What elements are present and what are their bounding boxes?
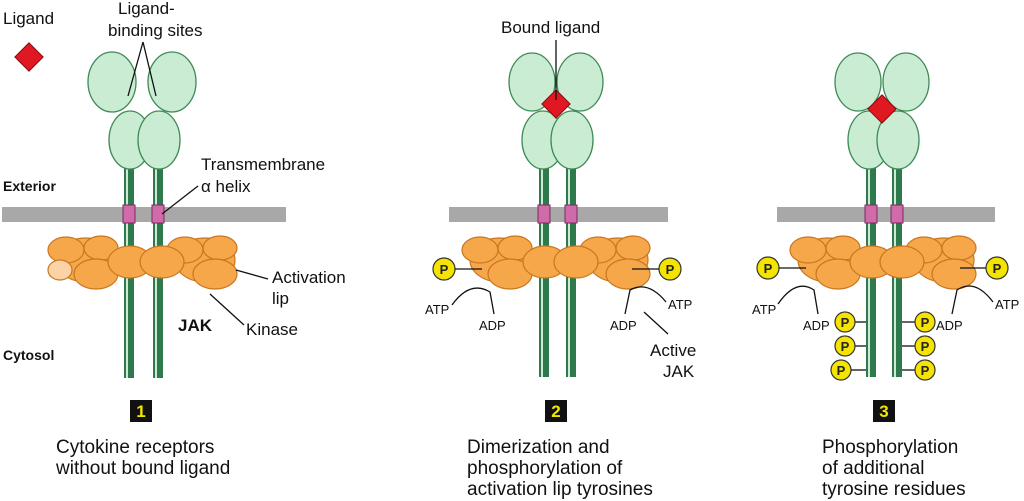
bound-ligand-3 [867,94,897,124]
transmembrane-leader [161,185,199,215]
svg-text:P: P [764,261,773,276]
svg-text:P: P [440,262,449,277]
membrane-2 [449,207,668,222]
transmembrane-label-1: Transmembrane [201,155,325,174]
activation-label-1: Activation [272,268,346,287]
svg-text:P: P [921,339,930,354]
svg-text:P: P [666,262,675,277]
exterior-label: Exterior [3,178,56,194]
activation-leader [235,269,269,280]
step-number-1: 1 [136,402,145,421]
kinase-label: Kinase [246,320,298,339]
binding-sites-label-2: binding sites [108,21,203,40]
atp-arrows-3 [777,285,994,315]
membrane-3 [777,207,995,222]
svg-text:P: P [837,363,846,378]
svg-text:P: P [921,315,930,330]
caption-1-line-1: Cytokine receptors [56,437,214,458]
jak-label: JAK [178,316,213,335]
membrane-1 [2,207,286,222]
svg-text:P: P [841,339,850,354]
bound-ligand-label: Bound ligand [501,18,600,37]
jak-kinase-3 [789,235,977,290]
transmembrane-segments-2 [537,204,578,224]
ligand-diamond [14,42,44,72]
cytosol-label: Cytosol [3,347,54,363]
adp-label-right-2: ADP [610,318,637,333]
phosphate-left-3: P [756,256,806,280]
svg-text:P: P [921,363,930,378]
phosphate-right-2: P [632,257,682,281]
tyrosine-phosphates-3: P P P P P P [830,311,936,381]
caption-1-line-2: without bound ligand [55,458,230,479]
caption-3-line-3: tyrosine residues [822,479,966,500]
kinase-leader [209,293,245,326]
caption-2-line-3: activation lip tyrosines [467,479,653,500]
step-number-2: 2 [551,402,560,421]
receptor-heads-3 [834,52,930,170]
transmembrane-label-2: α helix [201,177,251,196]
atp-label-left-2: ATP [425,302,449,317]
binding-sites-leaders [127,41,157,97]
phosphate-right-3: P [960,256,1009,280]
caption-3-line-2: of additional [822,458,924,479]
active-jak-label-1: Active [650,341,696,360]
transmembrane-segments-1 [122,204,165,224]
atp-label-left-3: ATP [752,302,776,317]
binding-sites-label-1: Ligand- [118,0,175,18]
caption-2-line-2: phosphorylation of [467,458,623,479]
caption-3-line-1: Phosphorylation [822,437,958,458]
caption-2-line-1: Dimerization and [467,437,610,458]
transmembrane-segments-3 [864,204,904,224]
receptor-heads-1 [87,51,197,170]
svg-text:P: P [841,315,850,330]
adp-label-left-2: ADP [479,318,506,333]
ligand-label: Ligand [3,9,54,28]
atp-label-right-2: ATP [668,297,692,312]
step-badge-2 [545,400,567,422]
atp-label-right-3: ATP [995,297,1019,312]
panel-2: Bound ligand P P ATP ADP ATP ADP Active … [425,18,696,500]
bound-ligand-2 [541,89,571,119]
step-badge-1 [130,400,152,422]
phosphate-left-2: P [432,257,482,281]
step-number-3: 3 [879,402,888,421]
svg-text:P: P [993,261,1002,276]
active-jak-label-2: JAK [663,362,695,381]
panel-1: Ligand Ligand- binding sites Transmembra… [2,0,346,479]
step-badge-3 [873,400,895,422]
adp-label-right-3: ADP [936,318,963,333]
activation-label-2: lip [272,289,289,308]
adp-label-left-3: ADP [803,318,830,333]
jak-kinase-2 [461,235,651,290]
receptor-heads-2 [508,52,604,170]
jak-kinase-1 [47,235,238,290]
panel-3: P P P P P P P P [752,52,1019,500]
atp-arrows-2 [451,286,669,335]
